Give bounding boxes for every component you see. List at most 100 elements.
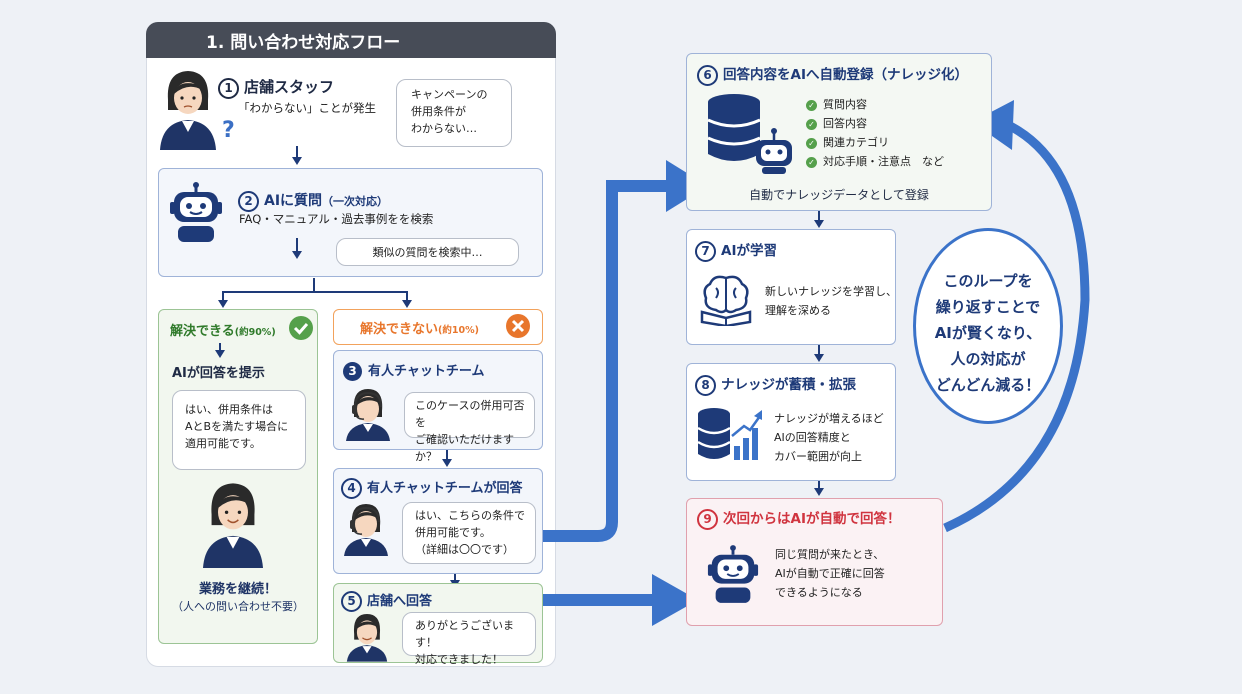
unresolved-title: 解決できない(約10%) <box>360 318 479 337</box>
step9-title: 9 次回からはAIが自動で回答！ <box>697 507 900 530</box>
list-item: ✓質問内容 <box>806 95 944 114</box>
loop-line: 人の対応が <box>950 350 1026 368</box>
step2-desc: FAQ・マニュアル・過去事例をを検索 <box>239 212 434 226</box>
bubble-line: ありがとうございます！ <box>415 619 514 649</box>
resolved-rate: (約90%) <box>234 327 276 338</box>
bubble-line: 適用可能です。 <box>185 437 261 450</box>
loop-message: このループを 繰り返すことで AIが賢くなり、 人の対応が どんどん減る！ <box>913 228 1063 424</box>
cross-icon <box>506 314 530 338</box>
bubble-line: AとBを満たす場合に <box>185 420 289 433</box>
step5-title-text: 店舗へ回答 <box>367 594 433 609</box>
bubble-line: わからない… <box>411 122 477 135</box>
step6-footer: 自動でナレッジデータとして登録 <box>749 188 929 202</box>
step2-subtitle: （一次対応） <box>322 195 389 208</box>
check-icon: ✓ <box>806 156 817 168</box>
step8-number: 8 <box>695 375 716 396</box>
check-icon: ✓ <box>806 137 817 149</box>
step5-title: 5 店舗へ回答 <box>341 590 432 612</box>
bubble-line: （詳細は〇〇です） <box>415 543 514 556</box>
database-icon <box>704 92 794 174</box>
arrow-down-icon <box>215 350 225 358</box>
bubble-line: 併用条件が <box>411 105 466 118</box>
loop-line: AIが賢くなり、 <box>934 324 1042 342</box>
step2-title: 2 AIに質問（一次対応） <box>238 190 388 212</box>
search-status: 類似の質問を検索中… <box>336 238 519 266</box>
step7-title: 7 AIが学習 <box>695 239 777 262</box>
bubble-line: ご確認いただけますか？ <box>415 433 514 463</box>
growth-chart-icon <box>696 406 764 462</box>
step4-title-text: 有人チャットチームが回答 <box>367 481 523 496</box>
headset-operator-icon <box>342 500 390 556</box>
step4-title: 4 有人チャットチームが回答 <box>341 477 522 499</box>
resolved-bubble: はい、併用条件は AとBを満たす場合に 適用可能です。 <box>172 390 306 470</box>
unresolved-title-text: 解決できない <box>360 322 439 337</box>
step1-bubble: キャンペーンの 併用条件が わからない… <box>396 79 512 147</box>
resolved-title: 解決できる(約90%) <box>170 320 276 339</box>
bubble-line: 併用可能です。 <box>415 526 491 539</box>
robot-icon <box>168 182 224 242</box>
step6-title: 6 回答内容をAIへ自動登録（ナレッジ化） <box>697 63 968 86</box>
headset-operator-icon <box>344 385 392 441</box>
loop-arrow-icon <box>972 100 1014 150</box>
arrow-down-icon <box>292 251 302 259</box>
step6-title-text: 回答内容をAIへ自動登録（ナレッジ化） <box>723 67 968 83</box>
staff-woman-icon <box>345 608 389 664</box>
unresolved-rate: (約10%) <box>438 325 479 336</box>
bubble-line: はい、併用条件は <box>185 403 273 416</box>
resolved-result: 業務を継続！ <box>198 582 277 597</box>
step7-number: 7 <box>695 241 716 262</box>
loop-line: どんどん減る！ <box>935 376 1041 394</box>
step1-number: 1 <box>218 78 239 99</box>
bubble-line: キャンペーンの <box>411 88 488 101</box>
loop-line: このループを <box>943 272 1033 290</box>
step9-title-text: 次回からはAIが自動で回答！ <box>723 511 901 527</box>
bubble-line: はい、こちらの条件で <box>415 509 525 522</box>
arrow-right-icon <box>652 574 698 626</box>
resolved-note: （人への問い合わせ不要） <box>172 600 304 613</box>
step3-title-text: 有人チャットチーム <box>368 364 485 379</box>
step8-title-text: ナレッジが蓄積・拡張 <box>721 377 856 393</box>
step7-title-text: AIが学習 <box>721 243 777 259</box>
bubble-line: このケースの併用可否を <box>415 399 525 429</box>
resolved-action: AIが回答を提示 <box>172 366 265 381</box>
step1-title-text: 店舗スタッフ <box>244 78 335 96</box>
resolved-box <box>158 309 318 644</box>
check-icon <box>289 316 313 340</box>
loop-line: 繰り返すことで <box>935 298 1041 316</box>
step1-desc: 「わからない」ことが発生 <box>238 101 376 115</box>
question-mark: ? <box>222 118 235 143</box>
step6-list: ✓質問内容 ✓回答内容 ✓関連カテゴリ ✓対応手順・注意点 など <box>806 95 944 171</box>
step6-number: 6 <box>697 65 718 86</box>
step5-bubble: ありがとうございます！ 対応できました！ <box>402 612 536 666</box>
arrow-down-icon <box>814 354 824 362</box>
step5-number: 5 <box>341 591 362 612</box>
list-item: ✓回答内容 <box>806 114 944 133</box>
step9-desc: 同じ質問が来たとき、AIが自動で正確に回答できるようになる <box>775 548 885 599</box>
arrow-down-icon <box>814 220 824 228</box>
step2-number: 2 <box>238 191 259 212</box>
brain-book-icon <box>696 272 756 328</box>
step4-bubble: はい、こちらの条件で 併用可能です。 （詳細は〇〇です） <box>402 502 536 564</box>
staff-woman-icon <box>200 478 266 568</box>
check-icon: ✓ <box>806 99 817 111</box>
section-title: 1. 問い合わせ対応フロー <box>146 22 556 58</box>
step3-number: 3 <box>343 362 362 381</box>
arrow-down-icon <box>402 300 412 308</box>
list-item: ✓関連カテゴリ <box>806 133 944 152</box>
step7-desc: 新しいナレッジを学習し、理解を深める <box>765 285 897 317</box>
resolved-title-text: 解決できる <box>170 324 235 339</box>
step8-title: 8 ナレッジが蓄積・拡張 <box>695 373 856 396</box>
arrow-down-icon <box>218 300 228 308</box>
step4-number: 4 <box>341 478 362 499</box>
step3-bubble: このケースの併用可否を ご確認いただけますか？ <box>404 392 535 463</box>
arrow-down-icon <box>292 157 302 165</box>
step1-title: 1 店舗スタッフ <box>218 76 334 99</box>
bubble-line: 対応できました！ <box>415 653 503 666</box>
step2-title-text: AIに質問 <box>264 193 323 209</box>
robot-icon <box>706 544 760 604</box>
step9-number: 9 <box>697 509 718 530</box>
step3-title: 3 有人チャットチーム <box>343 360 484 381</box>
staff-woman-icon <box>158 66 218 150</box>
